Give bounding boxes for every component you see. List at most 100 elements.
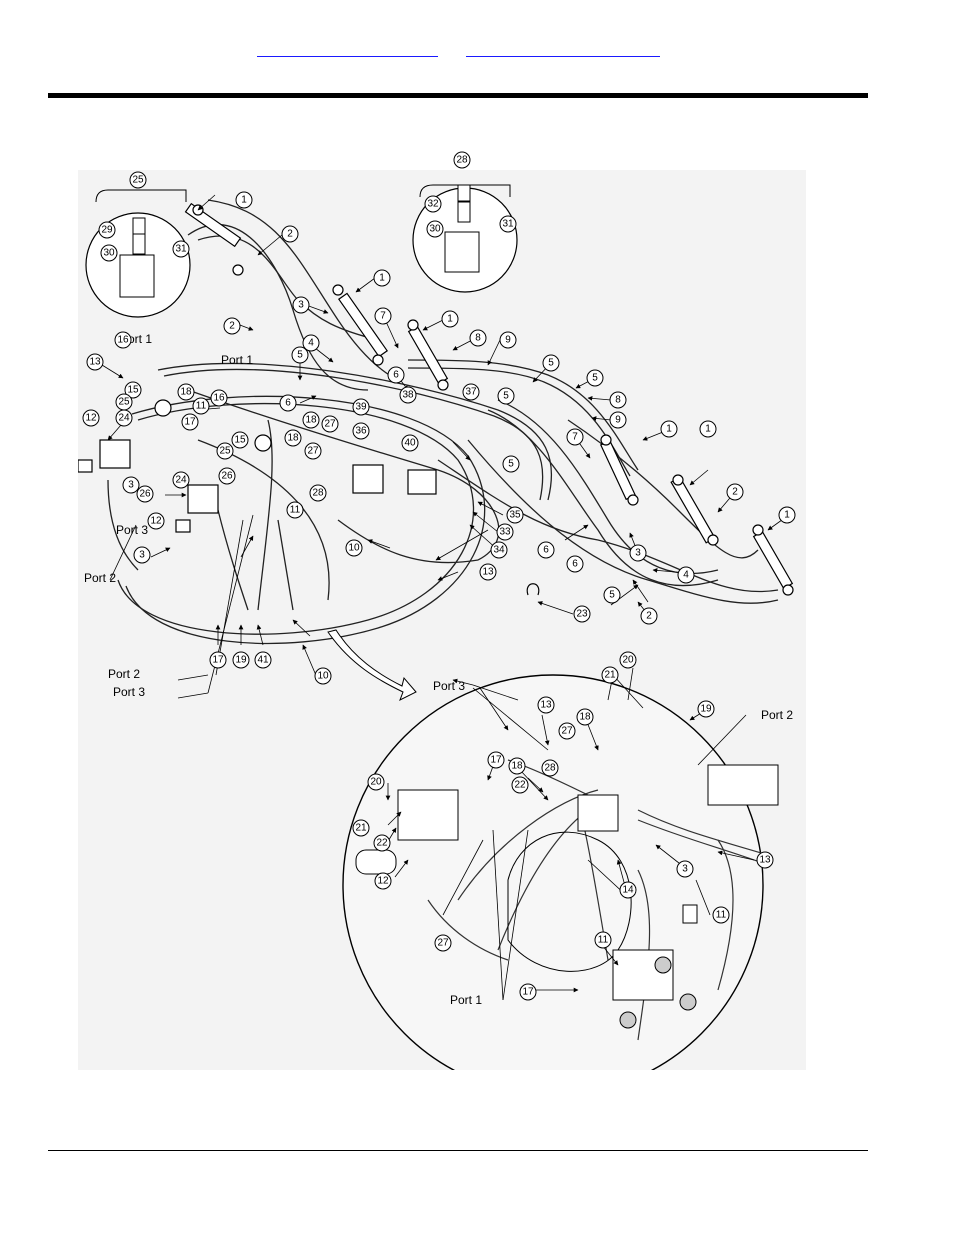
svg-text:8: 8 [615,395,621,406]
callout-1: 1 [441,310,459,328]
header-rule [48,93,868,98]
svg-text:5: 5 [503,391,509,402]
callout-13: 13 [86,353,104,371]
callout-2: 2 [281,225,299,243]
callout-7: 7 [566,428,584,446]
callout-12: 12 [147,512,165,530]
svg-text:28: 28 [544,763,556,774]
svg-text:21: 21 [604,670,616,681]
svg-text:30: 30 [429,224,441,235]
callout-29: 29 [98,221,116,239]
callout-5: 5 [603,586,621,604]
callout-21: 21 [352,819,370,837]
callout-4: 4 [677,566,695,584]
svg-text:12: 12 [150,516,162,527]
svg-text:22: 22 [376,838,388,849]
svg-text:19: 19 [700,704,712,715]
svg-text:3: 3 [635,548,641,559]
callout-35: 35 [506,506,524,524]
callout-10: 10 [345,539,363,557]
gauge-16b [254,434,272,452]
svg-text:13: 13 [89,357,101,368]
callout-5: 5 [586,369,604,387]
svg-text:21: 21 [355,823,367,834]
callout-31: 31 [499,215,517,233]
next-section-link[interactable] [466,44,660,57]
callout-group: 25 28 29 30 31 32 30 31 1 2 2 3 1 7 1 8 … [82,151,796,1001]
callout-10: 10 [314,667,332,685]
svg-text:6: 6 [393,370,399,381]
svg-text:15: 15 [234,435,246,446]
callout-5: 5 [542,354,560,372]
callout-17: 17 [519,983,537,1001]
svg-text:16: 16 [213,393,225,404]
svg-text:26: 26 [221,471,233,482]
svg-text:20: 20 [370,777,382,788]
svg-text:39: 39 [355,402,367,413]
callout-6: 6 [566,555,584,573]
svg-text:2: 2 [732,487,738,498]
callout-12: 12 [374,872,392,890]
callout-3: 3 [133,546,151,564]
callout-21: 21 [601,666,619,684]
callout-11: 11 [712,906,730,924]
callout-3: 3 [676,860,694,878]
port-label: Port 3 [113,685,145,699]
svg-text:13: 13 [759,855,771,866]
svg-text:9: 9 [505,335,511,346]
svg-text:2: 2 [229,321,235,332]
svg-text:37: 37 [465,387,477,398]
manifold-33 [407,469,437,495]
valve-blocks [78,399,540,596]
callout-4: 4 [302,334,320,352]
svg-text:24: 24 [118,413,130,424]
detail-balloon-28 [412,184,518,293]
cylinder-2 [332,284,389,366]
callout-13: 13 [479,563,497,581]
svg-text:11: 11 [716,910,727,921]
callout-41: 41 [254,651,272,669]
svg-text:2: 2 [646,611,652,622]
center-manifold [352,464,384,494]
callout-23: 23 [573,605,591,623]
port-label: Port 2 [761,708,793,722]
callout-11: 11 [286,501,304,519]
previous-section-link[interactable] [257,44,438,57]
svg-text:1: 1 [447,314,453,325]
svg-text:16: 16 [117,335,129,346]
svg-text:6: 6 [543,545,549,556]
callout-25: 25 [115,393,133,411]
cylinder-6 [752,524,794,596]
knob-12a [78,459,93,473]
callout-26: 26 [136,485,154,503]
svg-text:17: 17 [212,655,224,666]
callout-14: 14 [619,881,637,899]
svg-text:25: 25 [219,446,231,457]
callout-18: 18 [177,383,195,401]
svg-text:3: 3 [298,300,304,311]
callout-11: 11 [192,397,210,415]
callout-16: 16 [210,389,228,407]
callout-8: 8 [609,391,627,409]
callout-15: 15 [124,381,142,399]
callout-34: 34 [490,541,508,559]
svg-text:22: 22 [514,780,526,791]
svg-text:20: 20 [622,655,634,666]
svg-text:41: 41 [257,655,269,666]
svg-text:3: 3 [128,480,134,491]
port-label: Port 1 [221,353,253,367]
callout-3: 3 [122,476,140,494]
cylinder-4 [599,434,639,506]
svg-text:31: 31 [502,219,514,230]
svg-text:30: 30 [103,248,115,259]
port-label: Port 2 [108,667,140,681]
callout-33: 33 [496,523,514,541]
callout-5: 5 [497,387,515,405]
svg-text:5: 5 [592,373,598,384]
svg-text:17: 17 [522,987,534,998]
svg-text:18: 18 [180,387,192,398]
hydraulic-diagram-drawing: Port 1 Port 1 Port 3 Port 2 Port 2 Port … [78,151,806,1070]
callout-27: 27 [558,722,576,740]
callout-17: 17 [487,751,505,769]
svg-text:7: 7 [380,311,386,322]
